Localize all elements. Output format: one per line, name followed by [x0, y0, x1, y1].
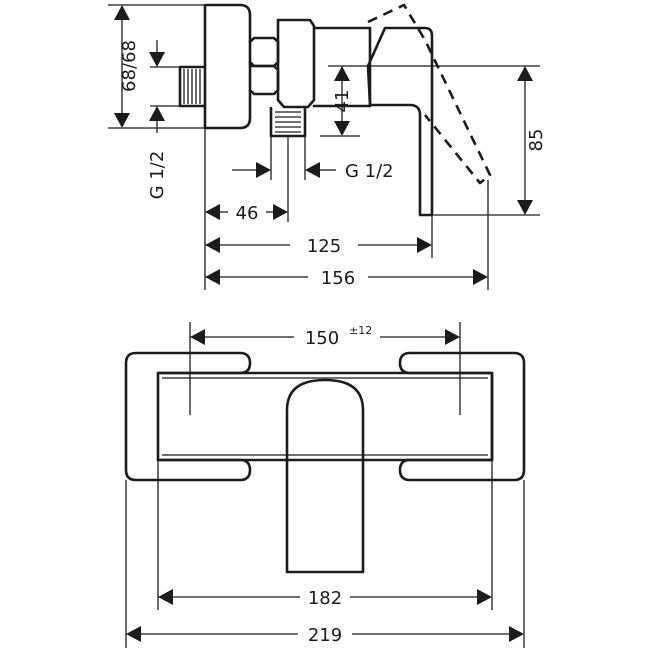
dim-thread-horizontal: G 1/2	[345, 161, 394, 182]
mixer-body	[276, 18, 316, 109]
dim-width-182: 182	[308, 588, 342, 609]
dim-depth-125: 125	[307, 236, 341, 257]
lever-handle	[366, 26, 434, 217]
dim-height-85: 85	[526, 129, 547, 152]
right-end-cap	[398, 351, 526, 482]
outlet-thread-lines	[275, 111, 301, 133]
front-view: 150 ±12 182 219	[124, 322, 526, 648]
mixer-body-band	[156, 371, 494, 462]
lever-front	[285, 378, 365, 574]
thread-connector-left	[178, 65, 207, 108]
dim-height-41: 41	[332, 90, 353, 113]
dim-connection-spacing: 68/68	[119, 40, 140, 92]
wall-flange	[203, 3, 252, 130]
dim-width-219: 219	[308, 625, 342, 646]
dim-depth-156: 156	[321, 268, 355, 289]
thread-lines-left	[183, 69, 201, 104]
dim-tolerance: ±12	[349, 324, 372, 337]
dim-thread-vertical: G 1/2	[147, 151, 168, 200]
dim-centre-distance: 150	[305, 328, 339, 349]
hex-nut-lower	[248, 64, 280, 96]
hex-nut-upper	[248, 36, 280, 68]
lever-handle-open-dashed	[367, 3, 492, 185]
body-inner-line	[162, 377, 488, 456]
left-end-cap	[124, 351, 252, 482]
dim-depth-46: 46	[236, 203, 259, 224]
side-view: 68/68 G 1/2 41 85 G 1/2 46 125	[108, 3, 547, 290]
